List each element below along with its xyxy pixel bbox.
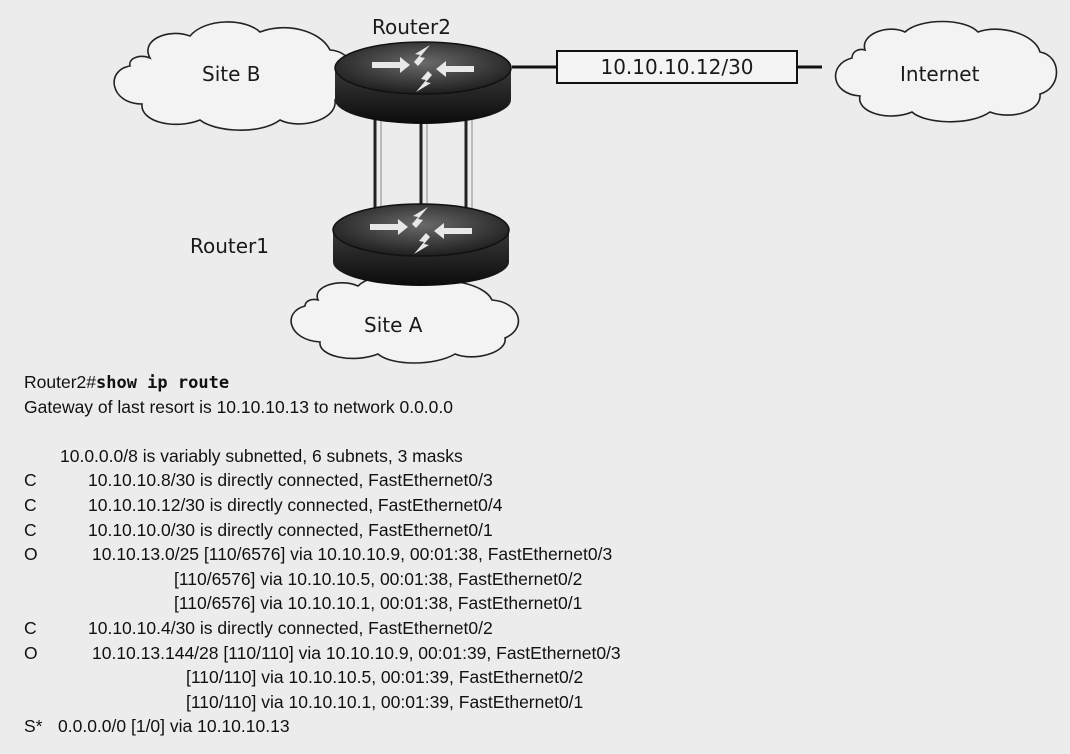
route-entry: C 10.10.10.8/30 is directly connected, Fa… [24, 468, 1054, 493]
route-code: C [24, 617, 37, 638]
router1-label: Router1 [190, 234, 270, 258]
route-entry: [110/6576] via 10.10.10.1, 00:01:38, Fas… [24, 591, 1054, 616]
route-entry: [110/110] via 10.10.10.1, 00:01:39, Fast… [24, 690, 1054, 715]
site-a-label: Site A [364, 313, 423, 337]
route-text: 10.10.13.0/25 [110/6576] via 10.10.10.9,… [92, 544, 613, 565]
route-code: O [24, 544, 38, 565]
route-text: 10.10.10.8/30 is directly connected, Fas… [88, 470, 493, 491]
route-text: [110/110] via 10.10.10.1, 00:01:39, Fast… [186, 691, 584, 712]
route-text: 10.10.13.144/28 [110/110] via 10.10.10.9… [92, 642, 621, 663]
route-code: S* [24, 716, 43, 737]
summary-text: 10.0.0.0/8 is variably subnetted, 6 subn… [60, 445, 463, 466]
route-text: 10.10.10.0/30 is directly connected, Fas… [88, 519, 493, 540]
route-text: 0.0.0.0/0 [1/0] via 10.10.10.13 [58, 716, 290, 737]
route-text: 10.10.10.4/30 is directly connected, Fas… [88, 617, 493, 638]
topology-svg [113, 20, 1058, 364]
route-text: 10.10.10.12/30 is directly connected, Fa… [88, 494, 503, 515]
router-links [373, 118, 473, 215]
gateway-line: Gateway of last resort is 10.10.10.13 to… [24, 396, 453, 417]
route-entry: O 10.10.13.144/28 [110/110] via 10.10.10.… [24, 641, 1054, 666]
router1-icon [332, 203, 510, 286]
route-entry: C 10.10.10.0/30 is directly connected, Fa… [24, 518, 1054, 543]
summary-line: 10.0.0.0/8 is variably subnetted, 6 subn… [24, 444, 1054, 469]
site-b-label: Site B [202, 62, 261, 86]
route-text: [110/6576] via 10.10.10.5, 00:01:38, Fas… [174, 568, 583, 589]
route-list: C 10.10.10.8/30 is directly connected, Fa… [24, 468, 1054, 739]
cli-prompt: Router2# [24, 372, 96, 392]
route-entry: S* 0.0.0.0/0 [1/0] via 10.10.10.13 [24, 714, 1054, 739]
internet-label: Internet [900, 62, 980, 86]
command-line: Router2#show ip route [24, 370, 1054, 395]
link-subnet-box: 10.10.10.12/30 [556, 50, 798, 84]
route-text: [110/110] via 10.10.10.5, 00:01:39, Fast… [186, 667, 584, 688]
cli-command: show ip route [96, 373, 230, 393]
cloud-internet [834, 20, 1058, 123]
network-diagram: Site B Internet Site A Router2 Router1 1… [0, 0, 1070, 370]
route-code: C [24, 494, 37, 515]
route-entry: [110/6576] via 10.10.10.5, 00:01:38, Fas… [24, 567, 1054, 592]
route-code: C [24, 519, 37, 540]
route-entry: C 10.10.10.12/30 is directly connected, F… [24, 493, 1054, 518]
router2-label: Router2 [372, 15, 452, 39]
route-entry: C 10.10.10.4/30 is directly connected, Fa… [24, 616, 1054, 641]
blank-line [24, 419, 1054, 444]
route-entry: [110/110] via 10.10.10.5, 00:01:39, Fast… [24, 665, 1054, 690]
router2-icon [334, 41, 512, 124]
route-entry: O 10.10.13.0/25 [110/6576] via 10.10.10.9… [24, 542, 1054, 567]
routing-table-output: Router2#show ip route Gateway of last re… [24, 370, 1054, 739]
route-text: [110/6576] via 10.10.10.1, 00:01:38, Fas… [174, 593, 583, 614]
route-code: O [24, 642, 38, 663]
route-code: C [24, 470, 37, 491]
cloud-site-b [113, 21, 355, 131]
